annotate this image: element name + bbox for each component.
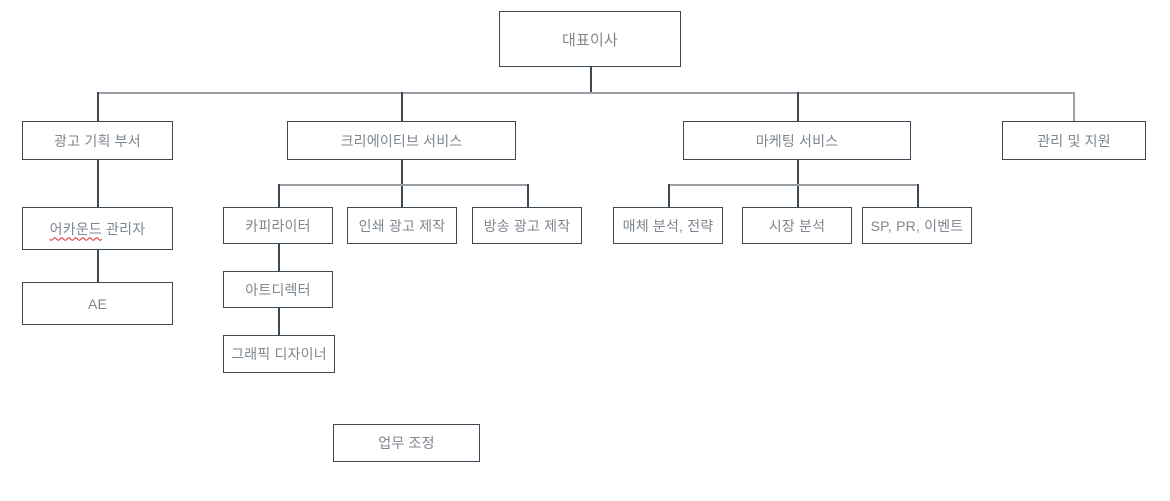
- connector-drop-management-support: [1073, 92, 1075, 121]
- org-node-sp-pr-events[interactable]: SP, PR, 이벤트: [862, 207, 972, 244]
- org-node-ae[interactable]: AE: [22, 282, 173, 325]
- org-node-copywriter-label: 카피라이터: [245, 217, 311, 234]
- connector-marketing-drop: [797, 160, 799, 207]
- org-node-work-coordination[interactable]: 업무 조정: [333, 424, 480, 462]
- spellcheck-underlined-word: 어카운드: [49, 220, 102, 237]
- account-manager-label-rest: 관리자: [101, 220, 146, 237]
- org-node-account-manager[interactable]: 어카운드 관리자: [22, 207, 173, 250]
- org-node-ae-label: AE: [87, 295, 108, 312]
- org-node-account-manager-label: 어카운드 관리자: [50, 219, 146, 239]
- org-node-ceo[interactable]: 대표이사: [499, 11, 681, 67]
- org-node-ad-planning[interactable]: 광고 기획 부서: [22, 121, 173, 160]
- connector-ad-planning-to-account-manager: [97, 160, 99, 207]
- org-node-creative-services-label: 크리에이티브 서비스: [340, 132, 463, 149]
- org-node-sp-pr-events-label: SP, PR, 이벤트: [870, 217, 964, 234]
- org-node-ceo-label: 대표이사: [561, 31, 618, 49]
- connector-drop-media-analysis: [668, 184, 670, 207]
- org-node-management-support[interactable]: 관리 및 지원: [1002, 121, 1146, 160]
- org-node-market-analysis[interactable]: 시장 분석: [742, 207, 852, 244]
- connector-drop-broadcast-ad: [527, 184, 529, 207]
- org-node-graphic-designer-label: 그래픽 디자이너: [231, 346, 327, 362]
- org-node-art-director[interactable]: 아트디렉터: [223, 271, 333, 308]
- org-node-print-ad-production[interactable]: 인쇄 광고 제작: [347, 207, 457, 244]
- org-node-print-ad-production-label: 인쇄 광고 제작: [358, 217, 446, 234]
- org-node-copywriter[interactable]: 카피라이터: [223, 207, 333, 244]
- connector-ceo-drop: [590, 67, 592, 93]
- org-node-art-director-label: 아트디렉터: [245, 281, 311, 298]
- connector-level2-horizontal: [97, 92, 1075, 94]
- org-node-graphic-designer[interactable]: 그래픽 디자이너: [223, 335, 335, 373]
- connector-drop-sp-pr-events: [917, 184, 919, 207]
- org-node-market-analysis-label: 시장 분석: [768, 217, 826, 234]
- connector-copywriter-to-art-director: [278, 244, 280, 271]
- org-node-marketing-services[interactable]: 마케팅 서비스: [683, 121, 911, 160]
- connector-art-director-to-graphic-designer: [278, 308, 280, 335]
- org-node-creative-services[interactable]: 크리에이티브 서비스: [287, 121, 516, 160]
- connector-account-manager-to-ae: [97, 250, 99, 282]
- connector-drop-marketing-services: [797, 92, 799, 121]
- connector-drop-copywriter: [278, 184, 280, 207]
- org-node-marketing-services-label: 마케팅 서비스: [755, 132, 839, 149]
- connector-creative-drop: [401, 160, 403, 207]
- org-node-management-support-label: 관리 및 지원: [1037, 132, 1111, 149]
- connector-marketing-horizontal: [668, 184, 918, 186]
- org-node-media-analysis-strategy-label: 매체 분석, 전략: [622, 217, 714, 234]
- connector-drop-creative-services: [401, 92, 403, 121]
- org-node-broadcast-ad-production[interactable]: 방송 광고 제작: [472, 207, 582, 244]
- org-node-media-analysis-strategy[interactable]: 매체 분석, 전략: [613, 207, 723, 244]
- org-node-work-coordination-label: 업무 조정: [378, 435, 435, 451]
- connector-drop-ad-planning: [97, 92, 99, 121]
- org-node-broadcast-ad-production-label: 방송 광고 제작: [483, 217, 571, 234]
- org-node-ad-planning-label: 광고 기획 부서: [54, 132, 141, 149]
- connector-creative-horizontal: [278, 184, 528, 186]
